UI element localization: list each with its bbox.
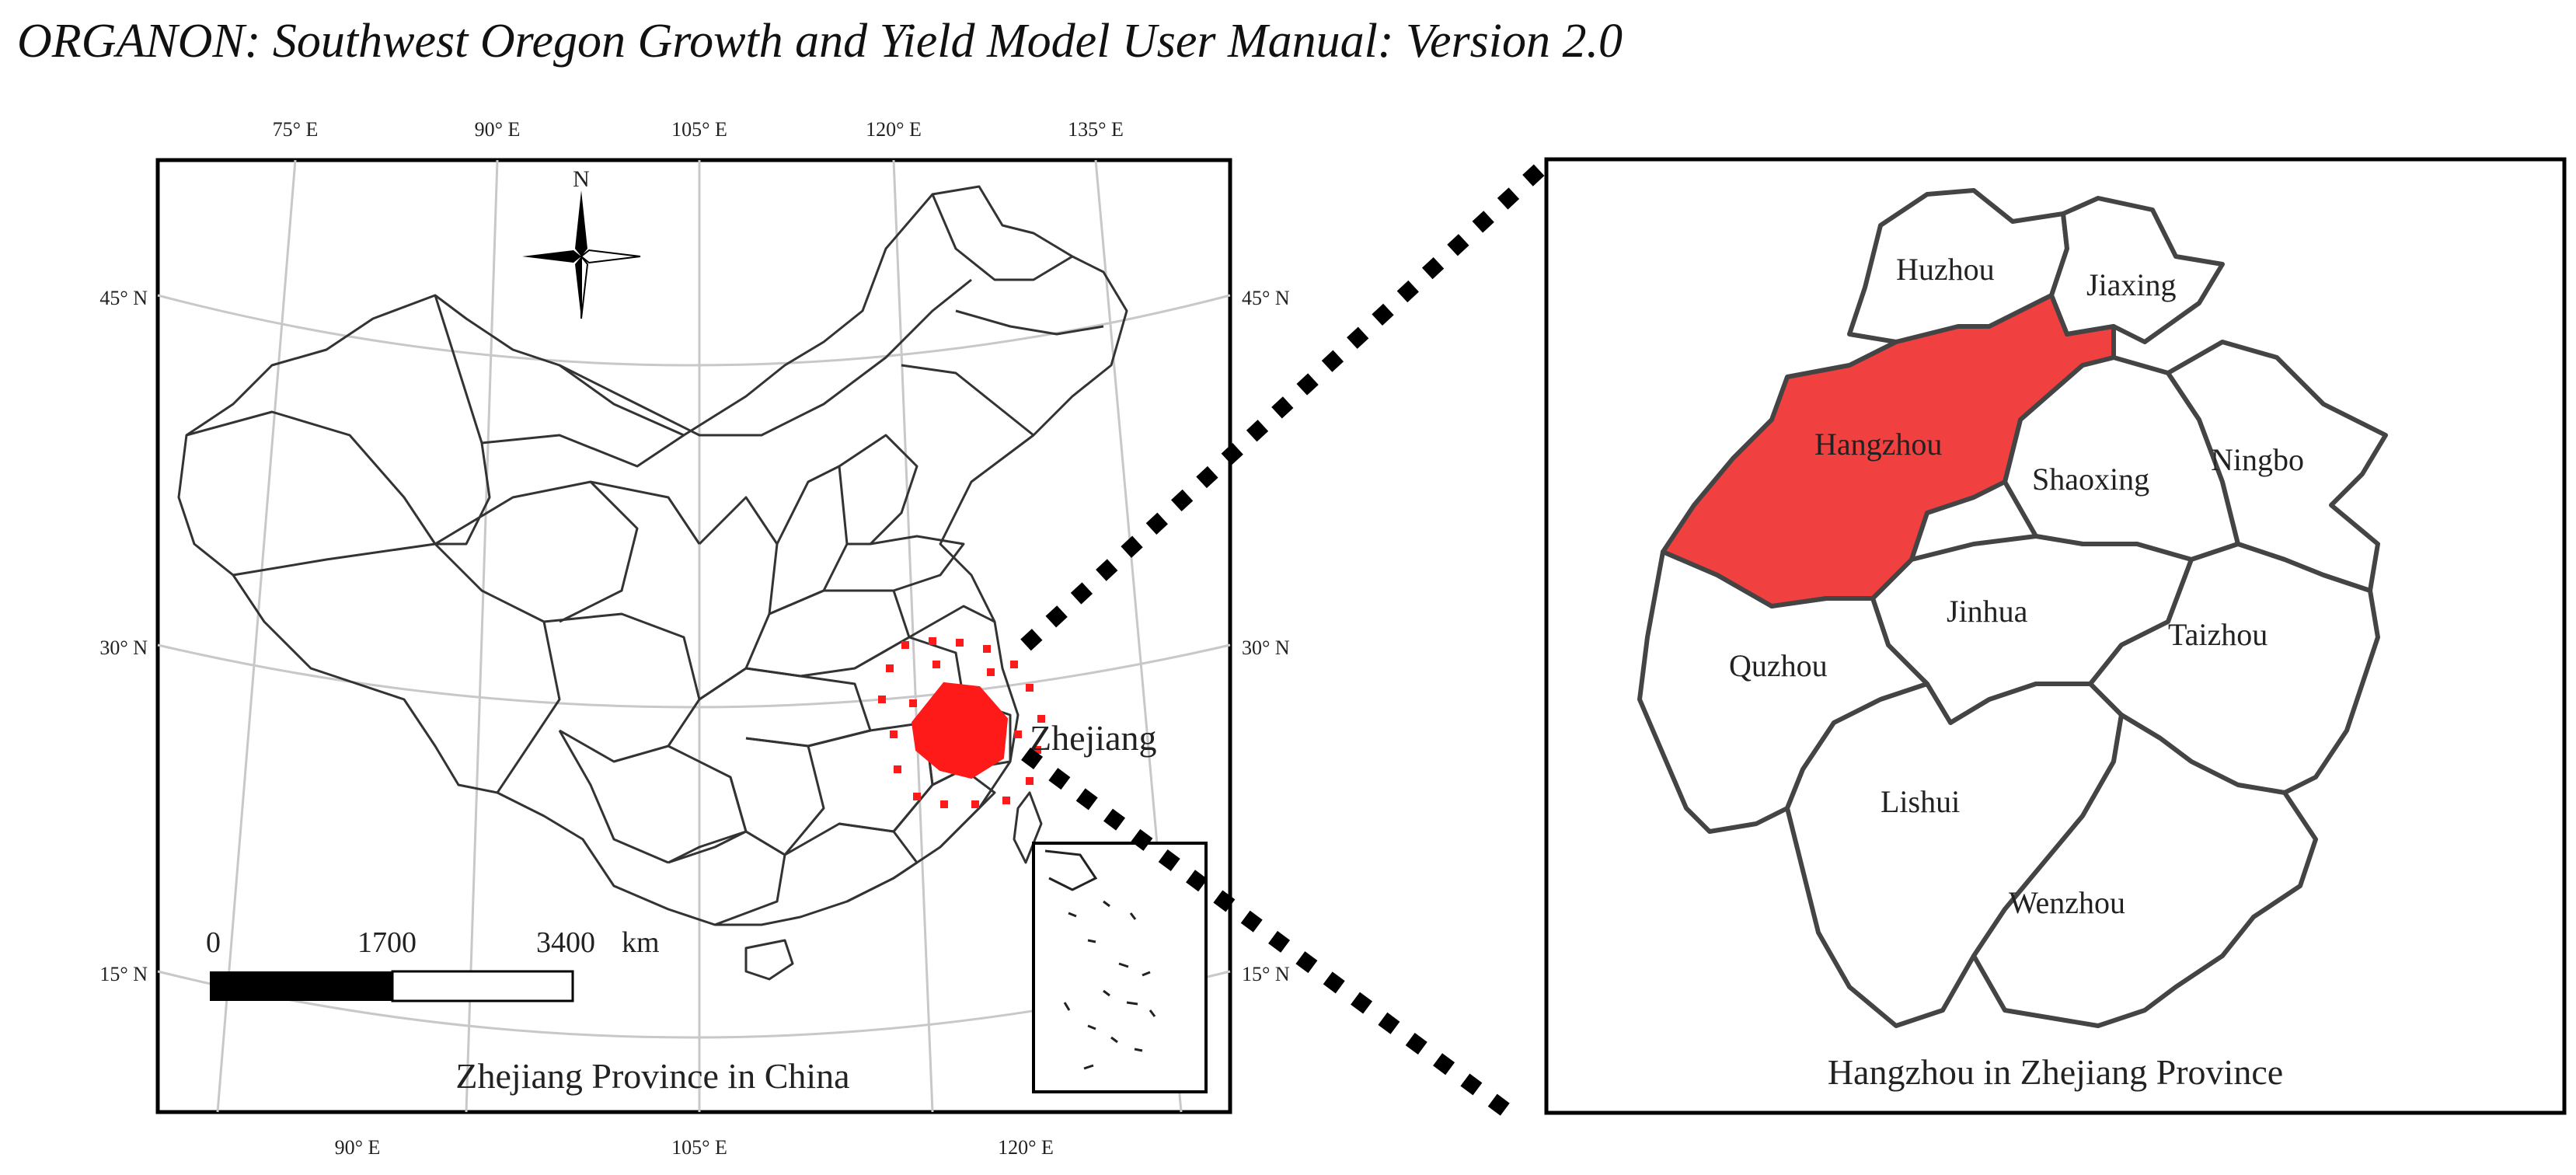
- bottom-tick-120e: 120° E: [998, 1136, 1054, 1159]
- city-labels: Huzhou Jiaxing Hangzhou Shaoxing Ningbo …: [1729, 252, 2304, 920]
- south-china-sea-inset: [1032, 842, 1208, 1093]
- province-shandong: [870, 535, 965, 592]
- province-inner-mongolia: [559, 278, 972, 437]
- left-tick-30n: 30° N: [99, 636, 148, 659]
- province-guangdong: [784, 822, 919, 903]
- city-hangzhou: [1661, 293, 2116, 608]
- right-tick-15n: 15° N: [1242, 963, 1290, 985]
- island-hainan: [744, 939, 794, 981]
- province-heilongjiang: [931, 194, 1073, 281]
- north-arrow: N: [522, 166, 641, 319]
- province-fujian: [892, 768, 996, 849]
- province-yunnan: [558, 730, 669, 864]
- city-ningbo: [2166, 340, 2388, 593]
- axis-ticks: 75° E 90° E 105° E 120° E 135° E 90° E 1…: [99, 118, 1290, 1159]
- province-guangxi: [668, 830, 786, 926]
- meridian-90e: [465, 159, 499, 1113]
- scale-label-3400: 3400: [536, 926, 595, 959]
- city-wenzhou: [1971, 713, 2318, 1028]
- zhejiang-highlight: [878, 637, 1045, 808]
- label-wenzhou: Wenzhou: [2009, 885, 2125, 920]
- province-jilin: [955, 309, 1104, 336]
- scale-label-1700: 1700: [357, 926, 417, 959]
- scale-bar-black: [210, 971, 392, 1001]
- zhejiang-fill: [911, 682, 1009, 779]
- province-qinghai: [434, 480, 639, 623]
- scale-unit: km: [622, 926, 660, 959]
- top-tick-135e: 135° E: [1068, 118, 1124, 141]
- connector-top: [1020, 159, 1550, 651]
- scale-bar: 0 1700 3400 km: [206, 926, 660, 1002]
- top-tick-90e: 90° E: [475, 118, 521, 141]
- label-taizhou: Taizhou: [2168, 617, 2268, 652]
- province-jiangsu: [908, 605, 995, 639]
- top-tick-105e: 105° E: [671, 118, 727, 141]
- label-huzhou: Huzhou: [1896, 252, 1995, 287]
- label-quzhou: Quzhou: [1729, 648, 1828, 683]
- china-map: N 0 1700 3400 km Zhejiang Zhejiang Provi…: [99, 118, 1290, 1159]
- zhejiang-label: Zhejiang: [1030, 718, 1157, 758]
- north-arrow-label: N: [573, 166, 590, 192]
- top-tick-120e: 120° E: [866, 118, 922, 141]
- scale-label-0: 0: [206, 926, 221, 959]
- city-jiaxing: [2049, 196, 2225, 344]
- china-outline: [177, 185, 1128, 926]
- zhejiang-cities: [1637, 188, 2388, 1028]
- inset-islands: [1044, 849, 1156, 1070]
- label-lishui: Lishui: [1881, 784, 1960, 819]
- right-tick-45n: 45° N: [1242, 287, 1290, 309]
- meridian-75e: [216, 159, 297, 1113]
- province-tibet: [232, 542, 561, 793]
- zhejiang-map: Huzhou Jiaxing Hangzhou Shaoxing Ningbo …: [1544, 157, 2567, 1115]
- top-tick-75e: 75° E: [273, 118, 319, 141]
- right-tick-30n: 30° N: [1242, 636, 1290, 659]
- label-ningbo: Ningbo: [2211, 442, 2304, 477]
- province-liaoning: [901, 364, 1034, 437]
- inset-frame: [1032, 842, 1208, 1093]
- graticule: [157, 159, 1231, 1113]
- bottom-tick-90e: 90° E: [335, 1136, 381, 1159]
- left-tick-45n: 45° N: [99, 287, 148, 309]
- left-tick-15n: 15° N: [99, 963, 148, 985]
- parallel-30n: [157, 643, 1231, 709]
- connector-lines: [1020, 159, 1550, 1118]
- label-jinhua: Jinhua: [1947, 594, 2028, 629]
- page-title: ORGANON: Southwest Oregon Growth and Yie…: [17, 15, 1623, 68]
- parallel-45n: [157, 294, 1231, 367]
- china-map-caption: Zhejiang Province in China: [455, 1056, 849, 1096]
- label-jiaxing: Jiaxing: [2086, 267, 2177, 302]
- province-hebei: [838, 434, 919, 546]
- label-hangzhou: Hangzhou: [1814, 427, 1942, 462]
- china-provinces: [177, 185, 1128, 981]
- label-shaoxing: Shaoxing: [2032, 462, 2149, 497]
- scale-bar-white: [391, 970, 574, 1002]
- zhejiang-map-caption: Hangzhou in Zhejiang Province: [1828, 1052, 2283, 1092]
- city-taizhou: [2088, 542, 2380, 795]
- province-gansu: [481, 434, 701, 545]
- highlight-dots: [878, 637, 1045, 808]
- bottom-tick-105e: 105° E: [671, 1136, 727, 1159]
